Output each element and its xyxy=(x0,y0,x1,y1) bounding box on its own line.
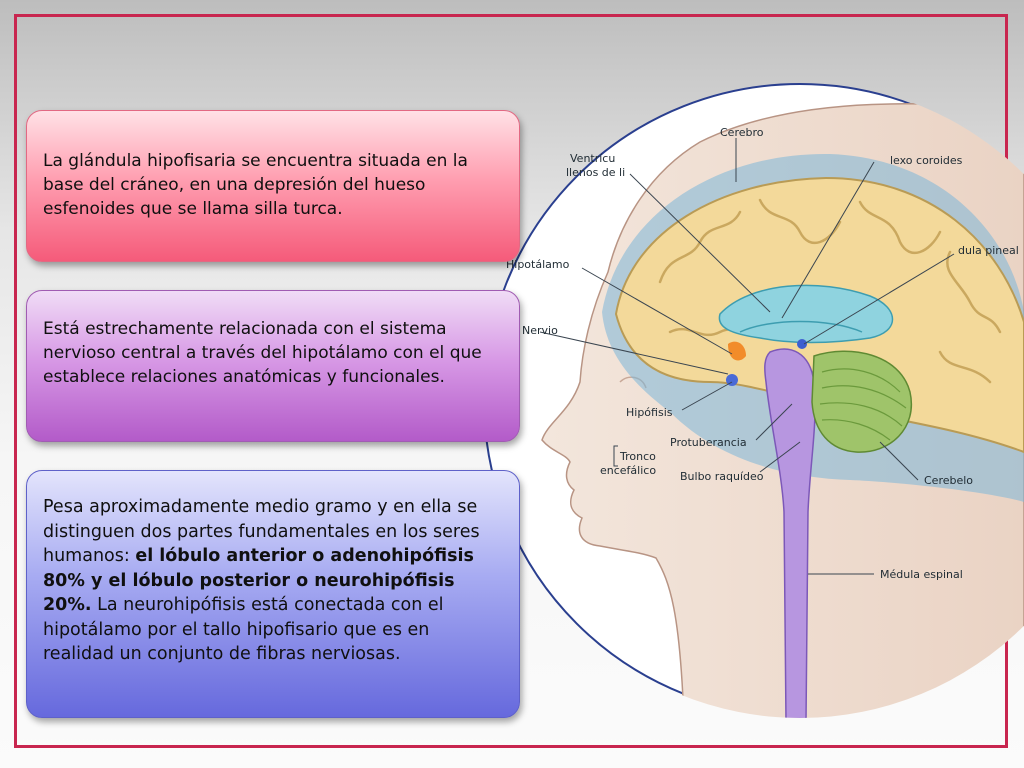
label-hipofisis: Hipófisis xyxy=(626,406,673,419)
pineal-gland xyxy=(797,339,807,349)
label-encefalico: encefálico xyxy=(600,464,656,477)
label-nervio: Nervio xyxy=(522,324,558,337)
parts-intro-text: Pesa aproximadamente medio gramo y en el… xyxy=(43,497,480,566)
label-bulbo-raquideo: Bulbo raquídeo xyxy=(680,470,764,483)
parts-outro-text: La neurohipófisis está conectada con el … xyxy=(43,595,444,664)
label-ventriculos-line1: Ventrícu xyxy=(570,152,615,165)
brain-illustration: Cerebro Ventrícu llenos de li lexo coroi… xyxy=(483,83,1024,718)
text-box-location: La glándula hipofisaria se encuentra sit… xyxy=(26,110,520,262)
label-cerebro: Cerebro xyxy=(720,126,764,139)
label-cerebelo: Cerebelo xyxy=(924,474,973,487)
relation-text: Está estrechamente relacionada con el si… xyxy=(43,319,482,387)
brainstem xyxy=(764,348,816,718)
text-box-parts: Pesa aproximadamente medio gramo y en el… xyxy=(26,470,520,718)
text-box-relation: Está estrechamente relacionada con el si… xyxy=(26,290,520,442)
label-protuberancia: Protuberancia xyxy=(670,436,747,449)
location-text: La glándula hipofisaria se encuentra sit… xyxy=(43,151,468,219)
label-medula-espinal: Médula espinal xyxy=(880,568,963,581)
label-plexo-coroides: lexo coroides xyxy=(890,154,963,167)
pituitary-gland xyxy=(726,374,738,386)
label-hipotalamo: Hipotálamo xyxy=(506,258,570,271)
brain-anatomy-diagram: Cerebro Ventrícu llenos de li lexo coroi… xyxy=(470,82,1024,722)
label-tronco: Tronco xyxy=(619,450,656,463)
cerebellum xyxy=(811,350,913,453)
hypothalamus xyxy=(728,341,746,361)
parts-bold-text: el lóbulo anterior o adenohipófisis 80% … xyxy=(43,546,474,615)
label-ventriculos-line2: llenos de li xyxy=(566,166,625,179)
label-glandula-pineal: dula pineal xyxy=(958,244,1019,257)
